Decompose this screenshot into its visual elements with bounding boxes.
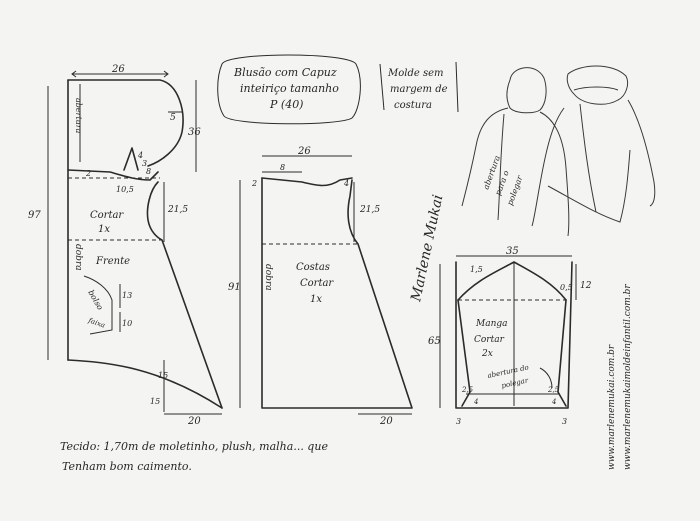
sleeve-frame — [455, 261, 573, 409]
sketch-hood-inner — [573, 86, 619, 91]
front-cut-1: Cortar — [90, 210, 124, 221]
sleeve-small-4a: 4 — [473, 398, 478, 406]
back-neck-8: 8 — [280, 163, 285, 172]
back-side-height: 21,5 — [359, 205, 380, 215]
sketch-front-body — [531, 99, 656, 227]
front-neck-curve: 10,5 — [116, 185, 134, 194]
front-armhole-side — [146, 181, 223, 409]
sketch-back-body — [461, 107, 570, 237]
sketch-back-sleeve — [497, 113, 505, 221]
sleeve-thumb-arrow — [539, 367, 553, 389]
back-cut-1: Cortar — [300, 278, 334, 289]
back-neck-4: 4 — [343, 179, 349, 188]
back-pattern: 26 2 8 4 21,5 91 dobra Costas Cortar 1x … — [228, 146, 413, 427]
front-hood-5: 5 — [170, 113, 176, 123]
sleeve-cut-1: Cortar — [474, 335, 505, 345]
back-piece-name: Costas — [296, 262, 330, 273]
front-hem-15a: 15 — [158, 371, 168, 380]
title-bubble: Blusão com Capuz inteiriço tamanho P (40… — [217, 54, 361, 125]
sleeve-pattern: 35 1,5 0,5 12 65 Manga Cortar 2x abertur… — [428, 246, 592, 426]
note-line-3: costura — [394, 100, 432, 111]
front-hood-height: 36 — [188, 127, 201, 138]
fabric-line-1: Tecido: 1,70m de moletinho, plush, malha… — [60, 440, 328, 453]
back-cut-2: 1x — [310, 294, 322, 305]
signature: Marlene Mukai — [408, 193, 446, 303]
front-side-height: 21,5 — [167, 205, 188, 215]
front-hood-label: abertura — [74, 98, 83, 134]
note-line-1: Molde sem — [387, 68, 444, 79]
back-total-height: 91 — [228, 282, 241, 293]
sleeve-total-height: 65 — [428, 336, 441, 347]
front-piece-name: Frente — [95, 256, 130, 267]
front-neck-4: 4 — [137, 151, 143, 160]
sleeve-cap-height: 12 — [580, 281, 592, 291]
title-bubble-outline — [217, 54, 361, 125]
sleeve-thumb-2: polegar — [501, 376, 530, 390]
website-2: www.marlenemukaimoldeinfantil.com.br — [623, 284, 633, 470]
fabric-line-2: Tenham bom caimento. — [62, 460, 192, 473]
sleeve-cap-right: 0,5 — [560, 283, 573, 292]
front-width-arrowheads — [71, 70, 169, 78]
front-dart — [123, 147, 139, 171]
front-pocket-faixa: faixa — [86, 316, 106, 330]
back-outline — [261, 177, 413, 409]
note-brackets — [379, 61, 459, 113]
sketch-hood-back — [506, 67, 547, 114]
front-pocket-10: 10 — [122, 319, 132, 328]
title-line-1: Blusão com Capuz — [233, 66, 337, 79]
front-pocket — [83, 275, 113, 335]
back-neck — [261, 177, 353, 187]
sleeve-cuff-right: 2,5 — [547, 386, 560, 394]
front-bottom-width: 20 — [187, 416, 201, 427]
sleeve-cut-2: 2x — [481, 349, 493, 359]
front-neck-2: 2 — [85, 169, 91, 178]
sleeve-piece-name: Manga — [475, 319, 508, 329]
front-hood-curve — [67, 79, 184, 167]
front-neck-8: 8 — [146, 167, 151, 176]
front-pattern: 26 abertura 5 36 2 8 4 3 10,5 21,5 97 Co… — [28, 64, 223, 427]
title-line-3: P (40) — [269, 98, 303, 111]
sketch-hood-front — [566, 65, 629, 105]
back-bottom-width: 20 — [379, 416, 393, 427]
sketch-front-seam — [579, 103, 597, 213]
front-total-height: 97 — [28, 210, 41, 221]
back-fold-label: dobra — [263, 264, 273, 291]
note-line-2: margem de — [390, 84, 448, 95]
front-width-label: 26 — [111, 64, 125, 75]
back-neck-2: 2 — [251, 179, 257, 188]
front-cut-2: 1x — [98, 224, 110, 235]
sleeve-edge-3a: 3 — [456, 417, 461, 426]
garment-sketch: abertura para o polegar — [461, 65, 656, 237]
sleeve-sides — [457, 299, 567, 407]
sketch-front-hem — [547, 149, 631, 223]
back-width-label: 26 — [297, 146, 311, 157]
front-hem-15b: 15 — [150, 397, 160, 406]
note-box: Molde sem margem de costura — [379, 61, 459, 113]
title-line-2: inteiriço tamanho — [240, 82, 339, 95]
front-neck-3: 3 — [142, 159, 147, 168]
sleeve-width-label: 35 — [506, 246, 519, 257]
front-pocket-label: bolso — [86, 289, 105, 312]
sleeve-cap-left: 1,5 — [470, 265, 483, 274]
sleeve-cuff-left: 2,5 — [461, 386, 474, 394]
front-fold-label: dobra — [73, 244, 83, 271]
front-neck-line — [67, 169, 159, 181]
front-hem-curve — [67, 359, 223, 409]
sleeve-small-4b: 4 — [551, 398, 556, 406]
front-pocket-13: 13 — [122, 291, 132, 300]
sleeve-edge-3b: 3 — [562, 417, 567, 426]
website-1: www.marlenemukai.com.br — [607, 344, 617, 470]
